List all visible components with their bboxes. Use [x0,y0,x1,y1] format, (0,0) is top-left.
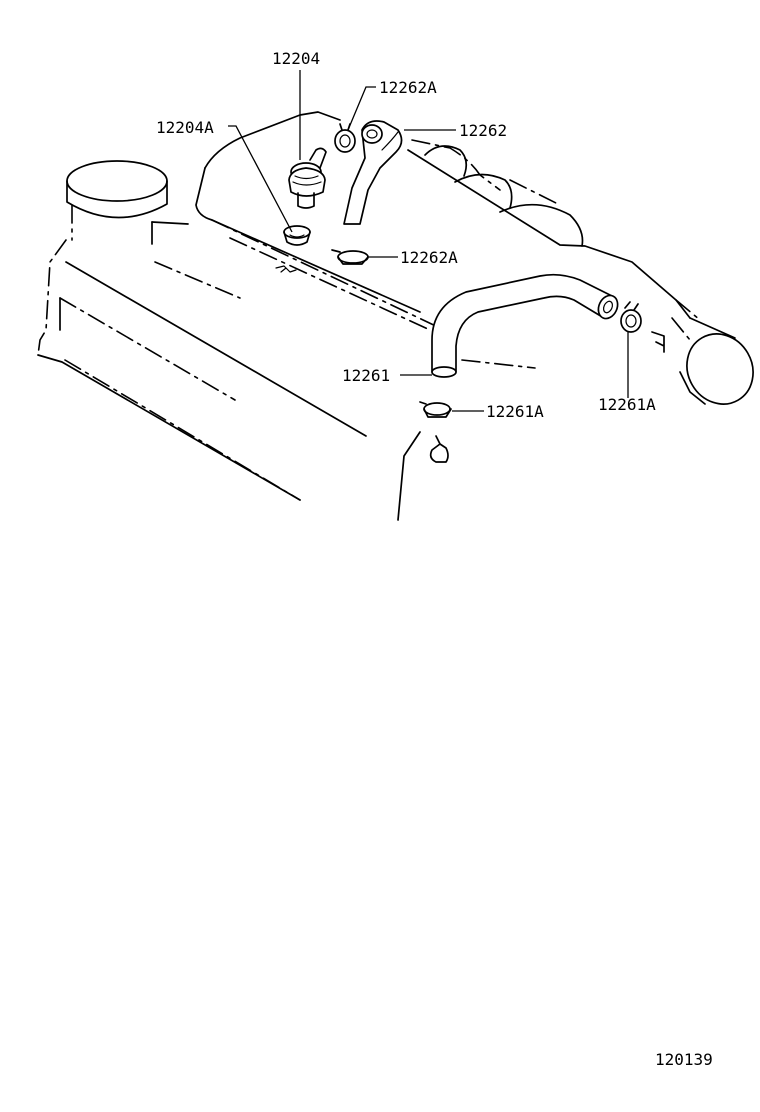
pcv-valve [288,147,327,209]
label-lower-clamp-left: 12261A [486,402,544,421]
pcv-grommet [283,225,311,246]
head-cover [195,111,754,405]
engine-block [37,160,421,521]
lower-hose [431,273,619,378]
leader-lines [228,70,629,412]
label-upper-clamp-top: 12262A [379,78,437,97]
upper-hose-clamp-top [334,123,356,153]
label-valve: 12204 [272,49,320,68]
label-lower-hose: 12261 [342,366,390,385]
label-lower-clamp-right: 12261A [598,395,656,414]
upper-hose-clamp-bottom [331,249,369,265]
label-upper-hose: 12262 [459,121,507,140]
callout-labels: 12204 12204A 12262A 12262 12262A 12261 1… [156,49,713,1069]
label-valve-grommet: 12204A [156,118,214,137]
figure-number: 120139 [655,1050,713,1069]
hose-fitting [429,435,449,463]
lower-hose-clamp-left [419,401,452,418]
label-upper-clamp-bottom: 12262A [400,248,458,267]
lower-hose-clamp-right [620,301,642,333]
upper-hose [343,120,403,225]
